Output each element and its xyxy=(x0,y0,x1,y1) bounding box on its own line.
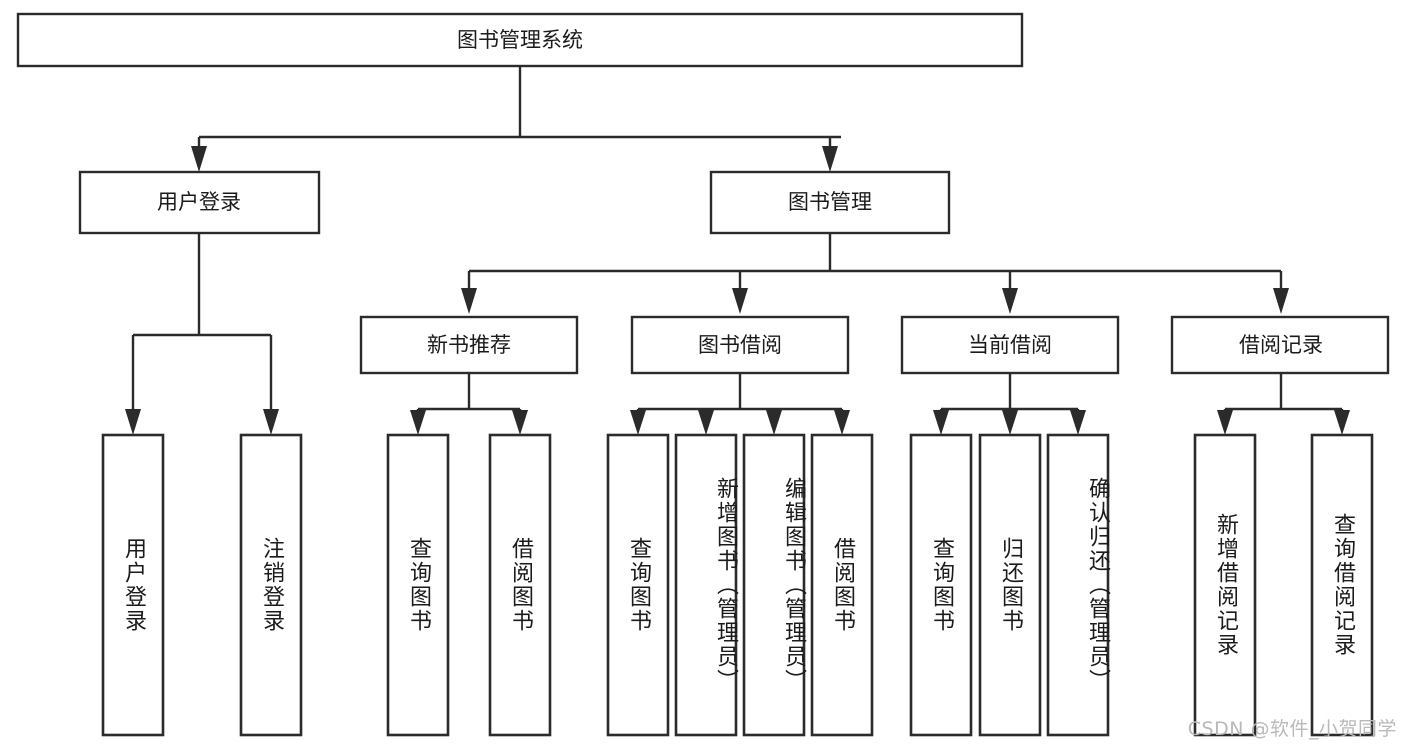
connector-group-bookmgmt xyxy=(461,233,1289,314)
watermark-text: CSDN @软件_小贺同学 xyxy=(1187,718,1397,740)
arrow-head-leaf-borrow-record-1 xyxy=(1334,410,1350,435)
node-user-login-box[interactable] xyxy=(78,170,321,235)
connector-group-root xyxy=(191,66,841,172)
connector-group-borrowrecord xyxy=(1217,373,1350,435)
leaf-box-book-borrow-3[interactable] xyxy=(810,433,874,737)
arrow-head-bookborrow xyxy=(732,288,748,314)
node-borrow-record-box[interactable] xyxy=(1170,315,1390,375)
arrow-head-leaf-current-borrow-0 xyxy=(933,410,949,435)
connector-group-currentborrow xyxy=(933,373,1086,435)
node-root-label: 图书管理系统 xyxy=(457,28,583,52)
node-current-borrow-box[interactable] xyxy=(900,315,1120,375)
node-book-borrow-box[interactable] xyxy=(630,315,850,375)
node-book-borrow-label: 图书借阅 xyxy=(698,333,782,357)
leaf-box-user-login-0[interactable] xyxy=(101,433,165,737)
node-book-management-label: 图书管理 xyxy=(788,190,872,214)
arrow-head-userlogin xyxy=(191,146,207,172)
node-new-book-recommend-box[interactable] xyxy=(359,315,579,375)
arrow-head-leaf-book-borrow-2 xyxy=(766,410,782,435)
arrow-head-leaf-new-book-0 xyxy=(410,410,426,435)
arrow-head-leaf-borrow-record-0 xyxy=(1217,410,1233,435)
leaf-box-book-borrow-2[interactable] xyxy=(742,433,806,737)
arrow-head-leaf-user-login-1 xyxy=(263,409,279,435)
leaf-box-current-borrow-1[interactable] xyxy=(978,433,1042,737)
node-book-management-box[interactable] xyxy=(709,170,951,235)
arrow-head-leaf-new-book-1 xyxy=(512,410,528,435)
leaf-box-book-borrow-0[interactable] xyxy=(606,433,670,737)
connector-group-bookborrow xyxy=(630,373,850,435)
arrow-head-newbook xyxy=(461,288,477,314)
node-current-borrow-label: 当前借阅 xyxy=(968,333,1052,357)
node-borrow-record-label: 借阅记录 xyxy=(1239,333,1323,357)
leaf-box-new-book-1[interactable] xyxy=(488,433,552,737)
node-user-login-label: 用户登录 xyxy=(157,190,241,214)
leaf-box-book-borrow-1[interactable] xyxy=(674,433,738,737)
leaf-box-user-login-1[interactable] xyxy=(239,433,303,737)
leaf-box-current-borrow-0[interactable] xyxy=(909,433,973,737)
node-root-box[interactable] xyxy=(16,12,1024,68)
arrow-head-borrowrecord xyxy=(1273,288,1289,314)
arrow-head-bookmgmt xyxy=(822,146,838,172)
connector-group-userlogin xyxy=(125,233,279,435)
leaf-box-new-book-0[interactable] xyxy=(386,433,450,737)
arrow-head-currentborrow xyxy=(1002,288,1018,314)
arrow-head-leaf-book-borrow-1 xyxy=(698,410,714,435)
arrow-head-leaf-user-login-0 xyxy=(125,409,141,435)
leaf-box-current-borrow-2[interactable] xyxy=(1046,433,1110,737)
connector-group-newbook xyxy=(410,373,528,435)
arrow-head-leaf-book-borrow-0 xyxy=(630,410,646,435)
arrow-head-leaf-current-borrow-2 xyxy=(1070,410,1086,435)
arrow-head-leaf-current-borrow-1 xyxy=(1002,410,1018,435)
leaf-box-borrow-record-0[interactable] xyxy=(1193,433,1257,737)
arrow-head-leaf-book-borrow-3 xyxy=(834,410,850,435)
leaf-box-borrow-record-1[interactable] xyxy=(1310,433,1374,737)
node-new-book-recommend-label: 新书推荐 xyxy=(427,333,511,357)
